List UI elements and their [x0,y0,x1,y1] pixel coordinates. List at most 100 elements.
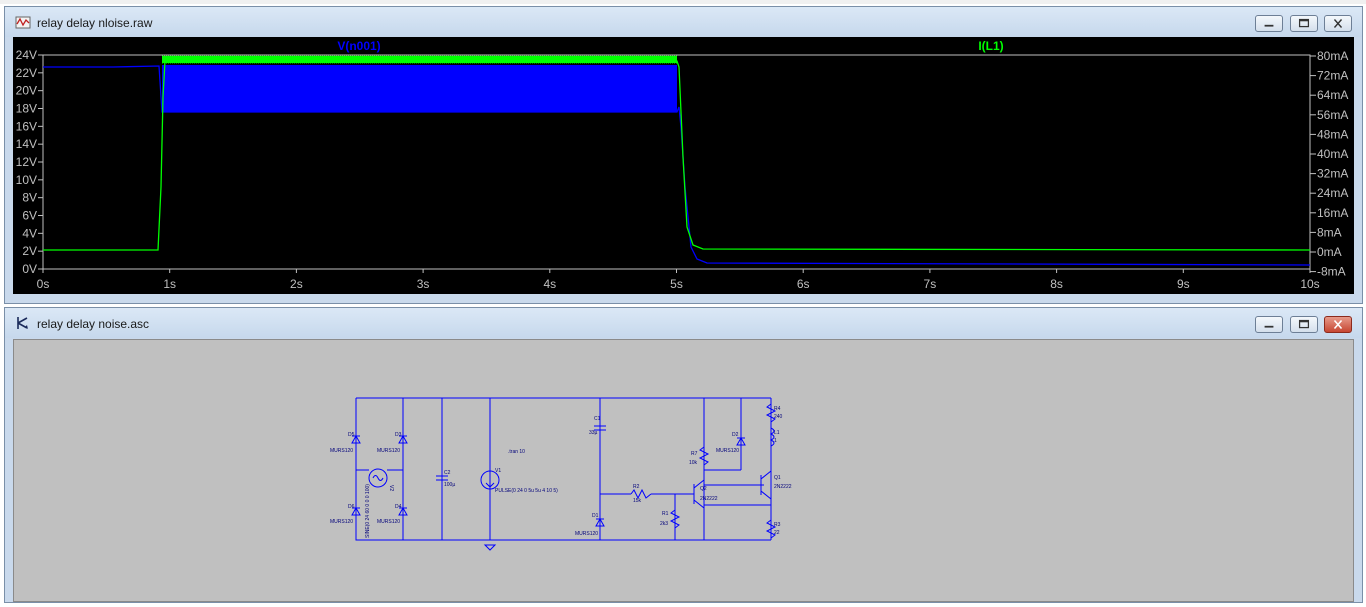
waveform-window[interactable]: relay delay nloise.raw V(n001) I(L1) 24V… [4,6,1363,304]
minimize-button[interactable] [1255,316,1283,333]
x-tick-label: 2s [290,277,303,291]
minimize-button[interactable] [1255,15,1283,32]
left-tick-label: 0V [22,262,37,276]
left-tick-label: 22V [16,66,37,80]
waveform-plot[interactable]: V(n001) I(L1) 24V22V20V18V16V14V12V10V8V… [13,37,1354,294]
label-D1: D1 [592,513,599,519]
label-C2-value: 100µ [444,482,455,488]
label-R3: R3 [774,522,781,528]
right-tick-label: 48mA [1317,127,1348,141]
schematic-window[interactable]: relay delay noise.asc [4,307,1363,603]
current-trace [43,60,1311,251]
label-V1-value: PULSE(0 24 0 5u 5u 4 10 5) [495,488,558,494]
schematic-drawing[interactable]: D5 MURS120 D3 MURS120 D6 MURS120 D4 MURS… [14,340,1355,602]
label-R1: R1 [662,511,669,517]
diode-D3 [398,434,408,444]
left-tick-label: 8V [22,191,37,205]
label-D4: D4 [395,504,402,510]
restore-icon [1298,18,1310,28]
resistor-R7 [698,446,710,466]
schematic-wires [355,397,772,541]
close-button[interactable] [1324,316,1352,333]
right-tick-label: 80mA [1317,49,1348,63]
transistor-Q1 [757,470,772,500]
diode-D4 [398,506,408,516]
capacitor-C2 [436,475,448,481]
right-tick-label: 8mA [1317,225,1342,239]
label-L1: L1 [774,430,780,436]
right-tick-label: 0mA [1317,245,1342,259]
x-tick-label: 0s [37,277,50,291]
label-R1-value: 2k3 [660,521,668,527]
right-tick-label: 32mA [1317,167,1348,181]
schematic-title-bar[interactable]: relay delay noise.asc [5,308,1362,338]
restore-button[interactable] [1290,15,1318,32]
label-tran: .tran 10 [508,449,525,455]
trace-label-current[interactable]: I(L1) [978,39,1003,53]
schematic-window-title: relay delay noise.asc [37,317,150,331]
label-R2: R2 [633,484,640,490]
left-tick-label: 2V [22,244,37,258]
right-tick-label: 56mA [1317,108,1348,122]
label-D6-model: MURS120 [330,519,353,525]
x-tick-label: 7s [924,277,937,291]
left-tick-label: 10V [16,173,37,187]
waveform-window-title: relay delay nloise.raw [37,16,153,30]
ground-symbol [483,544,497,551]
left-tick-label: 12V [16,155,37,169]
label-C1-value: 33µ [589,430,598,436]
right-tick-label: 72mA [1317,69,1348,83]
label-Q1: Q1 [774,475,781,481]
x-tick-label: 5s [670,277,683,291]
right-tick-label: -8mA [1317,265,1346,279]
close-icon [1333,320,1343,329]
schematic-canvas[interactable]: D5 MURS120 D3 MURS120 D6 MURS120 D4 MURS… [13,339,1354,602]
label-R7-value: 10k [689,460,698,466]
label-V2: V2 [388,485,394,491]
restore-button[interactable] [1290,316,1318,333]
right-tick-label: 16mA [1317,206,1348,220]
right-tick-label: 24mA [1317,186,1348,200]
resistor-R2 [630,488,652,500]
label-R2-value: 15k [633,498,642,504]
left-tick-label: 18V [16,102,37,116]
label-D5-model: MURS120 [330,448,353,454]
label-C2: C2 [444,470,451,476]
x-tick-label: 6s [797,277,810,291]
label-R4-value: 240 [774,414,783,420]
label-Q2-model: 2N2222 [700,496,718,502]
label-R7: R7 [691,451,698,457]
right-tick-label: 40mA [1317,147,1348,161]
diode-D1 [595,517,605,527]
close-button[interactable] [1324,15,1352,32]
left-tick-label: 16V [16,119,37,133]
schematic-app-icon [17,317,28,329]
capacitor-C1 [594,425,606,431]
inductor-L1 [769,427,775,447]
x-tick-label: 1s [163,277,176,291]
label-L1-value: 1 [774,438,777,444]
diode-D2 [736,436,746,446]
label-D5: D5 [348,432,355,438]
schematic-labels: D5 MURS120 D3 MURS120 D6 MURS120 D4 MURS… [330,406,792,538]
source-V1 [480,470,500,490]
resistor-R1 [669,509,681,529]
minimize-icon [1264,325,1274,328]
label-D3-model: MURS120 [377,448,400,454]
left-tick-label: 6V [22,209,37,223]
voltage-noise-band [162,65,677,112]
label-R4: R4 [774,406,781,412]
label-D6: D6 [348,504,355,510]
label-D2: D2 [732,432,739,438]
label-D2-model: MURS120 [716,448,739,454]
trace-label-voltage[interactable]: V(n001) [337,39,380,53]
x-tick-label: 10s [1300,277,1319,291]
label-V1: V1 [495,468,501,474]
voltage-trace [43,65,1311,266]
waveform-title-bar[interactable]: relay delay nloise.raw [5,7,1362,37]
desktop-strip [0,0,1366,4]
close-icon [1333,19,1343,28]
restore-icon [1298,319,1310,329]
